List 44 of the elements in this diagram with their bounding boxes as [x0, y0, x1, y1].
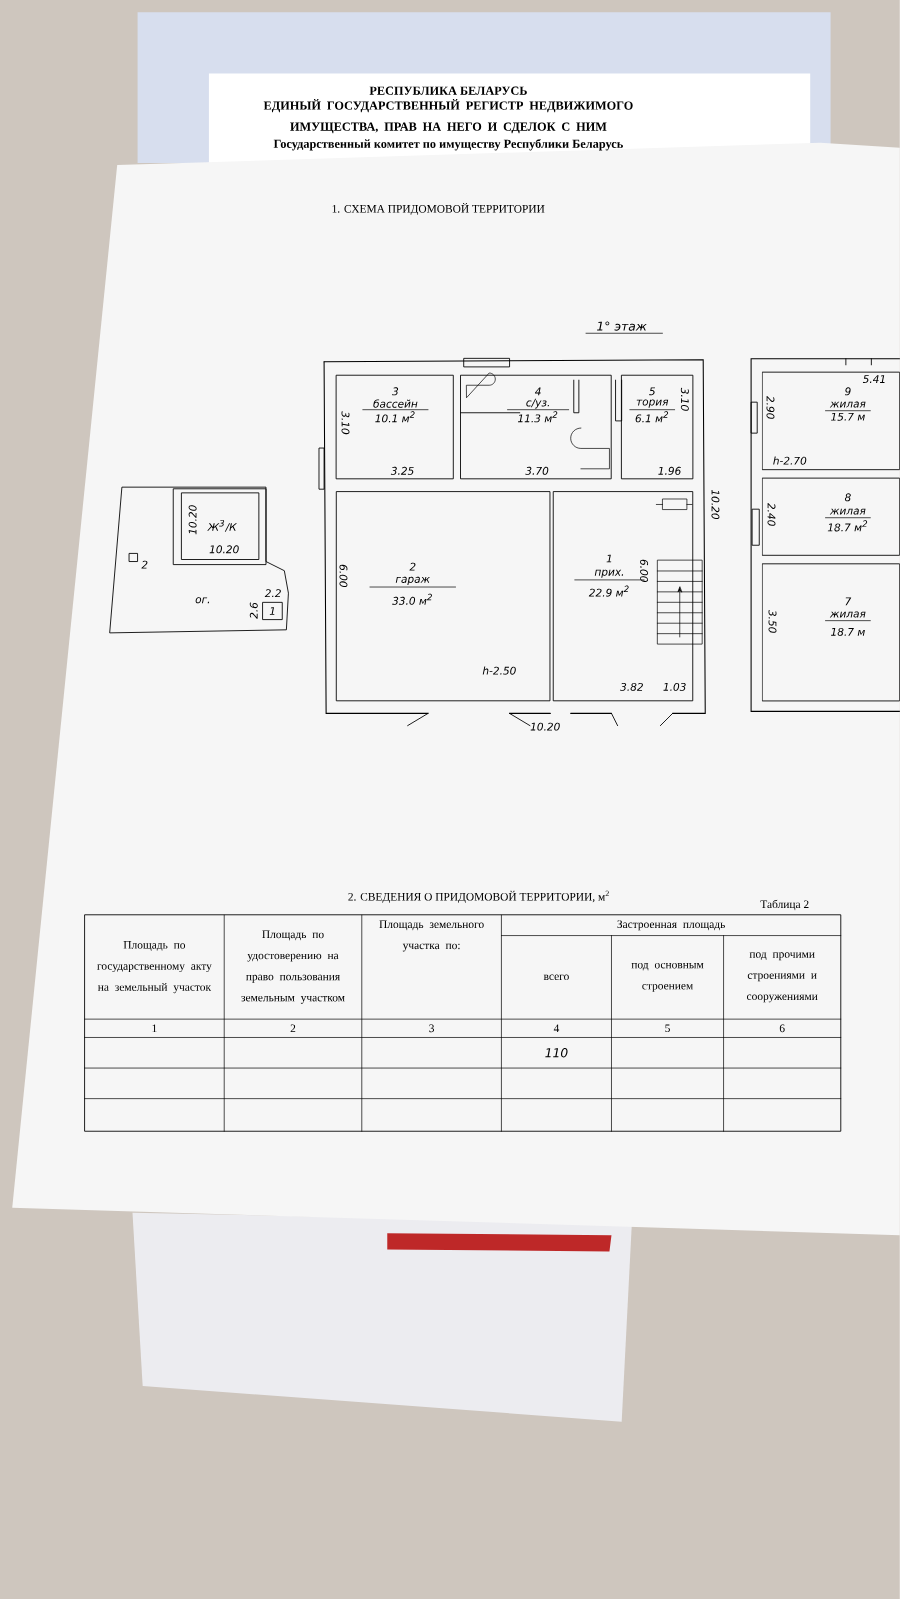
- column-header: под основным строением: [631, 962, 704, 992]
- column-header: всего: [543, 974, 569, 981]
- column-number: 5: [665, 1024, 670, 1033]
- column-header: Площадь по удостоверению на право пользования земельным участком: [241, 930, 345, 1004]
- dimension-label: 1.03: [663, 682, 686, 691]
- column-number: 6: [779, 1024, 785, 1033]
- document-heading: ЕДИНЫЙ ГОСУДАРСТВЕННЫЙ РЕГИСТР НЕДВИЖИМОГО ИМУЩЕСТВА, ПРАВ НА НЕГО И СДЕЛОК С НИМ: [263, 99, 633, 134]
- dimension-label: 3.82: [620, 682, 643, 691]
- column-number: 4: [553, 1024, 560, 1033]
- room: 7 жилая 18.7 м 3.50: [762, 563, 900, 702]
- document-heading: РЕСПУБЛИКА БЕЛАРУСЬ: [369, 86, 527, 95]
- column-header: Застроенная площадь: [617, 920, 725, 931]
- dimension-label: 10.20: [209, 545, 239, 554]
- section-title: 2. СВЕДЕНИЯ О ПРИДОМОВОЙ ТЕРРИТОРИИ, м$^{2}$: [348, 890, 609, 903]
- dimension-label: 6.00: [339, 564, 348, 587]
- dimension-label: h-2.70: [773, 456, 807, 465]
- column-header: под прочими строениями и сооружениями: [747, 952, 818, 1003]
- column-header: Площадь по государственному акту на земельный участок: [97, 941, 212, 994]
- column-number: 1: [152, 1024, 157, 1033]
- dimension-label: 3.10: [680, 387, 689, 411]
- table-caption: Таблица 2: [760, 899, 809, 911]
- column-header: Площадь земельного участка по:: [379, 920, 484, 952]
- dimension-label: 6.00: [640, 559, 649, 582]
- dimension-label: 3.10: [341, 411, 350, 435]
- room: 8 жилая 18.7 м$^{2}$ 2.40: [762, 477, 900, 556]
- dimension-label: h-2.50: [482, 666, 516, 675]
- section-title: 1. СХЕМА ПРИДОМОВОЙ ТЕРРИТОРИИ: [332, 202, 545, 215]
- dimension-label: 5.41: [862, 375, 885, 384]
- table-value: 110: [545, 1048, 568, 1058]
- dimension-label: 2.2: [264, 589, 281, 598]
- dimension-label: 10.20: [188, 505, 197, 535]
- column-number: 3: [429, 1024, 435, 1033]
- document-subheading: Государственный комитет по имуществу Республики Беларусь: [273, 139, 623, 151]
- floor-heading: 1° этаж: [597, 321, 647, 331]
- outbuilding: 1: [262, 601, 283, 621]
- column-number: 2: [290, 1024, 296, 1033]
- dimension-label: 2.6: [249, 602, 258, 619]
- dimension-label: 10.20: [711, 489, 720, 519]
- dimension-label: 3.25: [390, 466, 414, 475]
- outbuilding: [129, 552, 139, 562]
- dimension-label: 3.70: [525, 466, 549, 475]
- outbuilding-number: 2: [141, 560, 148, 569]
- dimension-label: 1.96: [658, 466, 681, 475]
- dimension-label: 10.20: [530, 722, 560, 731]
